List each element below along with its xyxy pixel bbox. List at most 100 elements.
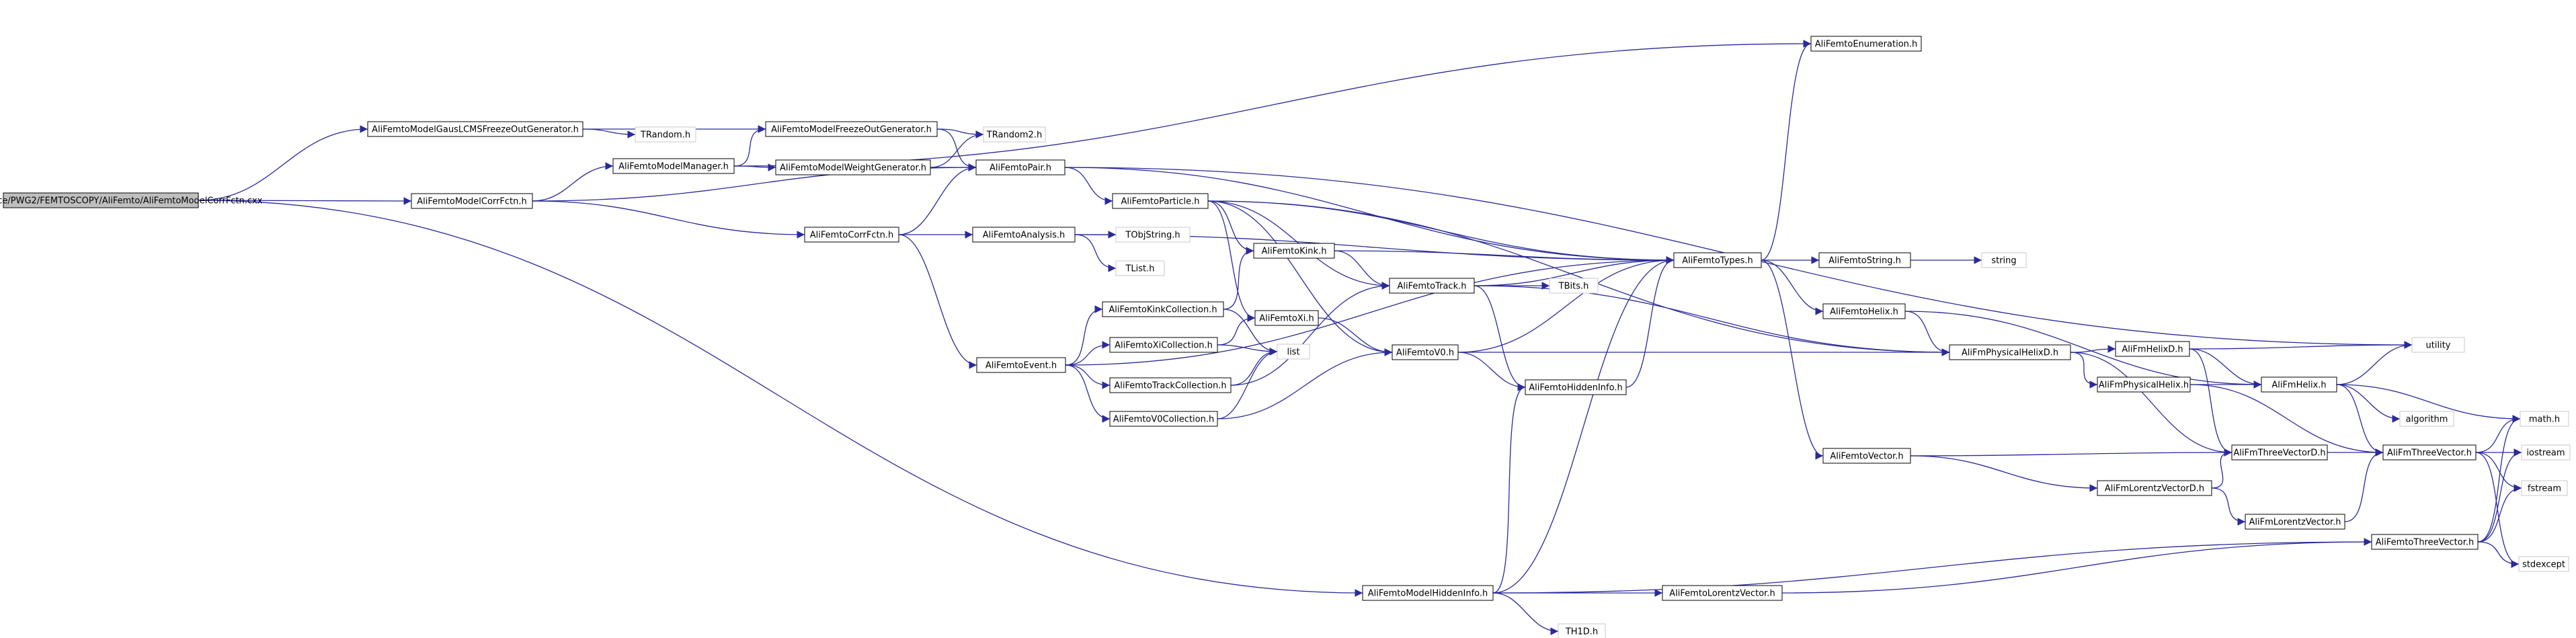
- edge-event-to-kinkcoll: [1065, 305, 1103, 366]
- node-enumeration[interactable]: AliFemtoEnumeration.h: [1810, 36, 1922, 52]
- node-list: list: [1277, 344, 1310, 360]
- node-label: math.h: [2529, 415, 2560, 425]
- edge-types-to-vector: [1761, 260, 1824, 460]
- node-fmhelixd[interactable]: AliFmHelixD.h: [2115, 341, 2190, 357]
- edge-corrfctn-to-pair: [898, 163, 977, 235]
- node-label: TRandom.h: [640, 130, 690, 141]
- node-box: [2521, 444, 2571, 461]
- node-modelhidden[interactable]: AliFemtoModelHiddenInfo.h: [1362, 585, 1494, 601]
- edge-kinkcoll-to-kink: [1223, 247, 1254, 310]
- node-stdexcept: stdexcept: [2518, 556, 2569, 572]
- node-weightgen[interactable]: AliFemtoModelWeightGenerator.h: [775, 159, 931, 175]
- node-trackcoll[interactable]: AliFemtoTrackCollection.h: [1109, 377, 1232, 393]
- node-label: AliFemtoString.h: [1828, 256, 1901, 266]
- node-box: [1662, 585, 1783, 601]
- node-pair[interactable]: AliFemtoPair.h: [975, 159, 1065, 175]
- node-label: AliFemtoTrack.h: [1398, 282, 1467, 292]
- edge-modelhidden-to-th1d: [1492, 592, 1559, 635]
- node-femto3vec[interactable]: AliFemtoThreeVector.h: [2371, 534, 2479, 550]
- node-modelmanager[interactable]: AliFemtoModelManager.h: [612, 158, 735, 174]
- node-v0[interactable]: AliFemtoV0.h: [1392, 344, 1459, 360]
- edge-kink-to-track: [1334, 250, 1390, 290]
- node-layer: /Users/lisa/alice/PWG2/FEMTOSCOPY/AliFem…: [0, 36, 2571, 638]
- edge-modelcorrfctn-to-modelmanager: [532, 162, 614, 202]
- node-box: [2518, 556, 2569, 572]
- edge-physhelixd-to-physhelix: [2070, 352, 2098, 389]
- node-label: algorithm: [2406, 415, 2448, 425]
- edge-types-to-helix: [1761, 260, 1824, 315]
- node-box: [1818, 252, 1911, 268]
- node-box: [2399, 411, 2454, 427]
- node-box: [2097, 480, 2212, 496]
- node-fm3vecd[interactable]: AliFmThreeVectorD.h: [2231, 444, 2328, 461]
- node-box: [1949, 344, 2071, 360]
- edge-fmhelix-to-algorithm: [2336, 384, 2401, 423]
- edge-modelhidden-to-femto3vec: [1492, 538, 2372, 594]
- node-th1d: TH1D.h: [1558, 623, 1606, 638]
- node-types[interactable]: AliFemtoTypes.h: [1673, 252, 1762, 268]
- node-physhelix[interactable]: AliFmPhysicalHelix.h: [2097, 376, 2191, 393]
- edge-gauslcms-to-trandom: [582, 128, 636, 138]
- node-track[interactable]: AliFemtoTrack.h: [1389, 278, 1475, 294]
- node-box: [2521, 480, 2568, 496]
- node-box: [972, 227, 1076, 243]
- node-v0coll[interactable]: AliFemtoV0Collection.h: [1109, 411, 1218, 427]
- node-box: [635, 126, 696, 143]
- node-fmhelix[interactable]: AliFmHelix.h: [2261, 376, 2337, 393]
- node-label: TBits.h: [1558, 282, 1589, 292]
- node-hiddeninfo[interactable]: AliFemtoHiddenInfo.h: [1525, 379, 1627, 395]
- edge-fmhelix-to-math: [2336, 384, 2521, 423]
- node-root[interactable]: /Users/lisa/alice/PWG2/FEMTOSCOPY/AliFem…: [0, 192, 263, 208]
- node-lorentz[interactable]: AliFemtoLorentzVector.h: [1662, 585, 1783, 601]
- edge-modelmanager-to-enumeration: [733, 40, 1812, 167]
- node-fm3vec[interactable]: AliFmThreeVector.h: [2382, 444, 2477, 461]
- edge-event-to-trackcoll: [1065, 364, 1111, 389]
- node-label: AliFemtoHiddenInfo.h: [1529, 383, 1622, 393]
- edge-fmhelixd-to-fm3vecd: [2189, 348, 2232, 456]
- node-label: AliFemtoV0.h: [1396, 348, 1454, 358]
- node-box: [2520, 411, 2569, 427]
- node-label: stdexcept: [2522, 560, 2565, 570]
- node-label: AliFemtoHelix.h: [1830, 307, 1898, 317]
- node-freezegen[interactable]: AliFemtoModelFreezeOutGenerator.h: [765, 121, 938, 137]
- edge-modelcorrfctn-to-corrfctn: [532, 200, 805, 239]
- edge-v0-to-hiddeninfo: [1457, 352, 1526, 391]
- node-fmlorentzd[interactable]: AliFmLorentzVectorD.h: [2097, 480, 2212, 496]
- node-xi[interactable]: AliFemtoXi.h: [1254, 310, 1319, 326]
- node-corrfctn[interactable]: AliFemtoCorrFctn.h: [804, 227, 899, 243]
- node-box: [983, 126, 1046, 143]
- node-gauslcms[interactable]: AliFemtoModelGausLCMSFreezeOutGenerator.…: [367, 121, 583, 137]
- node-box: [2231, 444, 2328, 461]
- node-kink[interactable]: AliFemtoKink.h: [1253, 243, 1335, 259]
- node-label: AliFemtoAnalysis.h: [983, 231, 1065, 241]
- edge-corrfctn-to-event: [898, 234, 977, 369]
- node-box: [1525, 379, 1627, 395]
- node-box: [1109, 337, 1218, 353]
- edge-fmlorentz-to-fm3vec: [2344, 448, 2384, 522]
- node-physhelixd[interactable]: AliFmPhysicalHelixD.h: [1949, 344, 2071, 360]
- edge-vector-to-fmlorentzd: [1910, 455, 2098, 492]
- node-modelcorrfctn[interactable]: AliFemtoModelCorrFctn.h: [411, 193, 533, 209]
- node-string_h[interactable]: AliFemtoString.h: [1818, 252, 1911, 268]
- node-box: [775, 159, 931, 175]
- node-label: AliFemtoParticle.h: [1121, 197, 1200, 207]
- node-label: AliFemtoLorentzVector.h: [1669, 589, 1775, 599]
- node-label: string: [1991, 256, 2016, 266]
- node-label: AliFemtoCorrFctn.h: [810, 231, 893, 241]
- node-kinkcoll[interactable]: AliFemtoKinkCollection.h: [1102, 301, 1224, 317]
- node-box: [1673, 252, 1762, 268]
- node-label: TH1D.h: [1565, 627, 1598, 637]
- node-event[interactable]: AliFemtoEvent.h: [976, 357, 1066, 373]
- node-vector[interactable]: AliFemtoVector.h: [1822, 448, 1911, 464]
- node-label: AliFemtoKinkCollection.h: [1109, 305, 1217, 315]
- node-analysis[interactable]: AliFemtoAnalysis.h: [972, 227, 1076, 243]
- edge-v0coll-to-list: [1217, 348, 1278, 420]
- node-helix[interactable]: AliFemtoHelix.h: [1822, 303, 1906, 319]
- node-box: [1115, 227, 1191, 243]
- node-box: [367, 121, 583, 137]
- edge-weightgen-to-trandom2: [930, 130, 984, 168]
- node-box: [2371, 534, 2479, 550]
- node-fmlorentz[interactable]: AliFmLorentzVector.h: [2245, 514, 2345, 530]
- node-xicoll[interactable]: AliFemtoXiCollection.h: [1109, 337, 1218, 353]
- node-particle[interactable]: AliFemtoParticle.h: [1112, 193, 1209, 209]
